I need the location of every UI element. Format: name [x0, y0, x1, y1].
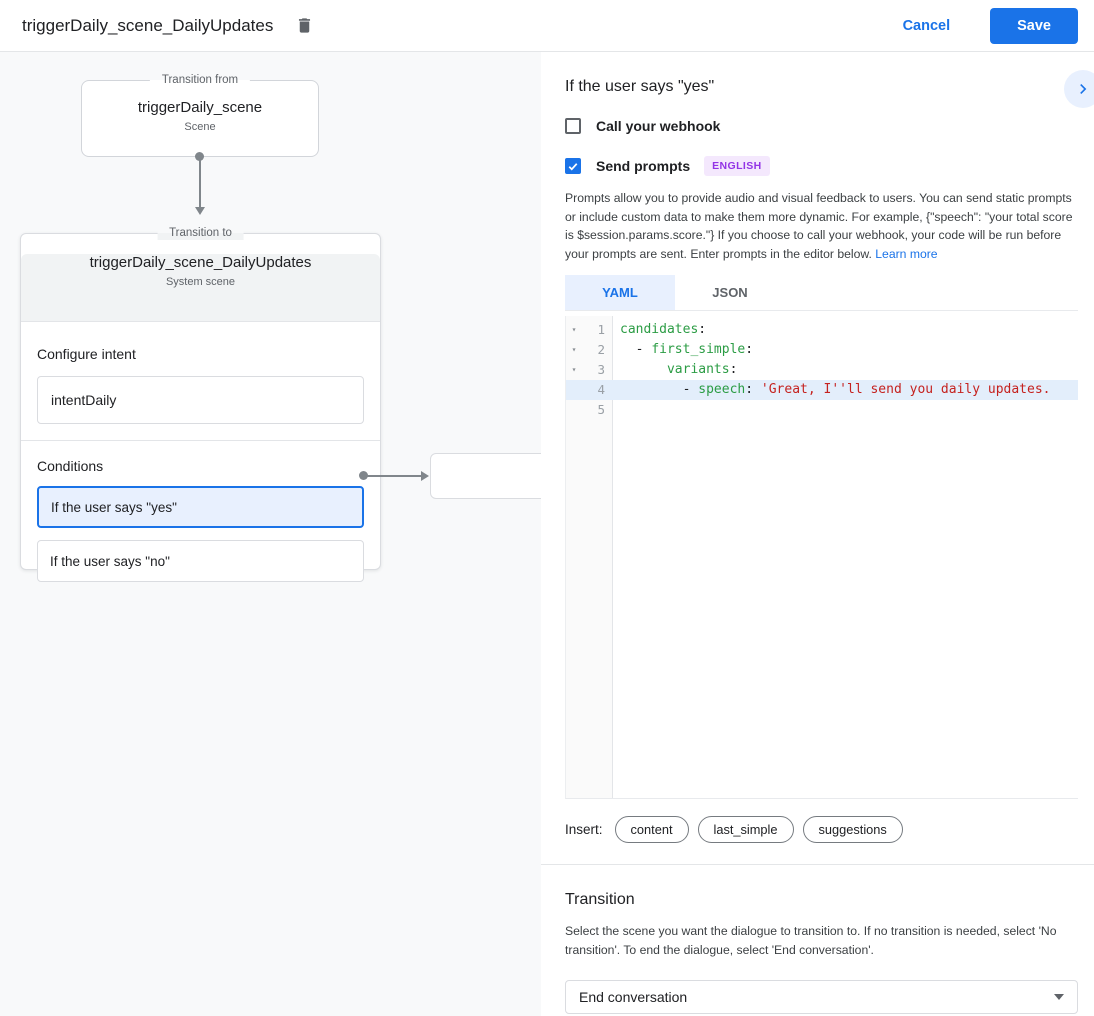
connector-arrowhead-down-icon — [195, 207, 205, 215]
send-prompts-checkbox[interactable] — [565, 158, 581, 174]
connector-line-vertical — [199, 157, 201, 207]
scene-card-header: triggerDaily_scene_DailyUpdates System s… — [21, 254, 380, 322]
condition-properties-panel: If the user says "yes" Call your webhook… — [541, 52, 1094, 1016]
transition-select[interactable]: End conversation — [565, 980, 1078, 1014]
editor-format-tabs: YAML JSON — [565, 275, 1078, 311]
card-divider — [21, 440, 380, 441]
top-bar: triggerDaily_scene_DailyUpdates Cancel S… — [0, 0, 1094, 52]
editor-line-5[interactable]: 5 — [566, 400, 1078, 420]
editor-gutter-cell: ▾1 — [566, 320, 613, 340]
editor-line-4[interactable]: 4 - speech: 'Great, I''ll send you daily… — [566, 380, 1078, 400]
transition-section-title: Transition — [565, 891, 635, 908]
webhook-row[interactable]: Call your webhook — [565, 118, 1078, 134]
line-number: 5 — [597, 402, 605, 417]
webhook-checkbox[interactable] — [565, 118, 581, 134]
line-number: 3 — [597, 362, 605, 377]
fold-arrow-icon[interactable]: ▾ — [571, 325, 577, 334]
condition-connector-dot — [359, 471, 368, 480]
insert-label: Insert: — [565, 822, 603, 837]
transition-from-node[interactable]: Transition from triggerDaily_scene Scene — [81, 73, 319, 157]
configure-intent-label: Configure intent — [37, 346, 136, 362]
prompts-description: Prompts allow you to provide audio and v… — [565, 189, 1078, 263]
conditions-list: If the user says "yes" If the user says "… — [37, 486, 364, 582]
condition-item-0[interactable]: If the user says "yes" — [37, 486, 364, 528]
editor-gutter-cell: 5 — [566, 400, 613, 420]
intent-field[interactable]: intentDaily — [37, 376, 364, 424]
line-number: 4 — [597, 382, 605, 397]
language-badge: ENGLISH — [704, 156, 770, 176]
editor-code-cell: variants: — [666, 362, 738, 377]
trash-icon — [295, 16, 314, 35]
save-button[interactable]: Save — [990, 7, 1078, 44]
insert-last_simple-button[interactable]: last_simple — [697, 816, 794, 843]
connector-line-horizontal — [367, 475, 422, 477]
insert-row: Insert: content last_simple suggestions — [565, 816, 1078, 843]
cancel-button[interactable]: Cancel — [897, 17, 957, 35]
to-scene-name: triggerDaily_scene_DailyUpdates — [89, 254, 312, 271]
fold-arrow-icon[interactable]: ▾ — [571, 365, 577, 374]
insert-suggestions-button[interactable]: suggestions — [802, 816, 903, 843]
connector-arrowhead-right-icon — [421, 471, 429, 481]
editor-gutter-cell: ▾3 — [566, 360, 613, 380]
editor-code-cell: candidates: — [620, 322, 707, 337]
from-scene-type: Scene — [184, 121, 216, 133]
to-scene-type: System scene — [165, 276, 236, 288]
editor-line-3[interactable]: ▾3 variants: — [566, 360, 1078, 380]
insert-content-button[interactable]: content — [614, 816, 689, 843]
from-scene-name: triggerDaily_scene — [137, 99, 263, 116]
tab-json[interactable]: JSON — [712, 285, 748, 300]
transition-description: Select the scene you want the dialogue t… — [565, 924, 1057, 957]
scene-diagram-canvas: Transition from triggerDaily_scene Scene… — [0, 52, 541, 1016]
page-title: triggerDaily_scene_DailyUpdates — [22, 15, 274, 35]
prompts-description-text: Prompts allow you to provide audio and v… — [565, 191, 1073, 261]
transition-select-value: End conversation — [579, 989, 688, 1005]
transition-target-node[interactable] — [430, 453, 541, 499]
editor-line-2[interactable]: ▾2 - first_simple: — [566, 340, 1078, 360]
webhook-label: Call your webhook — [596, 118, 721, 134]
transition-to-node[interactable]: Transition to triggerDaily_scene_DailyUp… — [20, 226, 381, 582]
connector-dot — [195, 152, 204, 161]
dropdown-caret-icon — [1054, 994, 1064, 1000]
send-prompts-label: Send prompts — [596, 158, 691, 174]
learn-more-link[interactable]: Learn more — [875, 246, 938, 261]
editor-code-cell: - speech: 'Great, I''ll send you daily u… — [620, 382, 1051, 397]
section-divider — [541, 864, 1094, 865]
delete-scene-button[interactable] — [293, 14, 316, 37]
scene-card-body: Configure intent intentDaily Conditions … — [21, 346, 380, 582]
condition-item-1[interactable]: If the user says "no" — [37, 540, 364, 582]
line-number: 2 — [597, 342, 605, 357]
editor-gutter-cell: 4 — [566, 380, 613, 400]
chevron-right-icon — [1073, 79, 1093, 99]
fold-arrow-icon[interactable]: ▾ — [571, 345, 577, 354]
editor-code-cell: - first_simple: — [620, 342, 754, 357]
tab-yaml[interactable]: YAML — [565, 275, 675, 310]
editor-code-cell — [613, 400, 1078, 420]
line-number: 1 — [597, 322, 605, 337]
collapse-panel-button[interactable] — [1064, 70, 1094, 108]
send-prompts-row[interactable]: Send prompts ENGLISH — [565, 156, 1078, 176]
editor-gutter-cell: ▾2 — [566, 340, 613, 360]
conditions-label: Conditions — [37, 458, 104, 474]
transition-from-legend: Transition from — [149, 73, 251, 87]
panel-title: If the user says "yes" — [565, 78, 715, 95]
transition-to-legend: Transition to — [157, 226, 244, 240]
insert-pills: content last_simple suggestions — [614, 816, 912, 843]
